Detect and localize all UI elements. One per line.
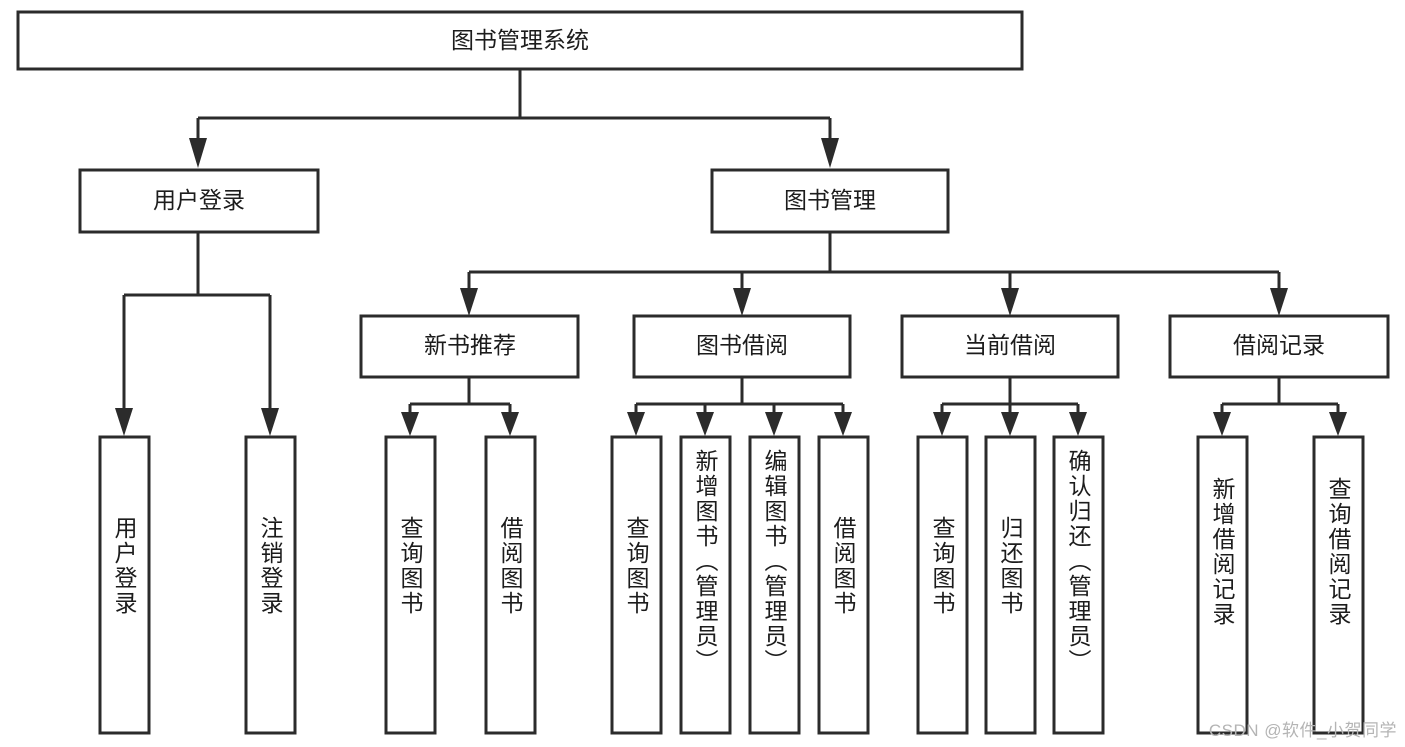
node-root-box[interactable]: [16, 10, 1024, 71]
node-leaf-edit-book[interactable]: 编辑图书（管理员）: [748, 435, 801, 735]
node-leaf-borrow-book-2-box[interactable]: [817, 435, 870, 735]
node-leaf-user-login[interactable]: 用户登录: [98, 435, 151, 735]
node-leaf-confirm-return-box[interactable]: [1052, 435, 1105, 735]
node-leaf-query-book-1[interactable]: 查询图书: [384, 435, 437, 735]
arrow-head-leaf-user-login: [115, 408, 133, 436]
node-leaf-query-book-3-box[interactable]: [916, 435, 969, 735]
arrow-head-leaf-return-book: [1001, 412, 1019, 436]
node-leaf-add-record[interactable]: 新增借阅记录: [1196, 435, 1249, 735]
node-leaf-logout-login-label: 注销登录: [257, 516, 284, 616]
node-leaf-borrow-book-1-label: 借阅图书: [497, 516, 524, 616]
node-new-book-recommend-label: 新书推荐: [424, 332, 516, 358]
node-leaf-borrow-book-1[interactable]: 借阅图书: [484, 435, 537, 735]
node-leaf-query-record[interactable]: 查询借阅记录: [1312, 435, 1365, 735]
node-current-borrow-label: 当前借阅: [964, 332, 1056, 358]
node-leaf-borrow-book-2-label: 借阅图书: [830, 516, 857, 616]
node-book-management-label: 图书管理: [784, 187, 876, 213]
node-current-borrow[interactable]: 当前借阅: [900, 314, 1120, 379]
node-leaf-query-book-2-box[interactable]: [610, 435, 663, 735]
node-leaf-confirm-return[interactable]: 确认归还（管理员）: [1052, 435, 1105, 735]
node-leaf-confirm-return-label: 确认归还（管理员）: [1065, 449, 1092, 674]
node-leaf-user-login-box[interactable]: [98, 435, 151, 735]
connector-group-root: [189, 69, 839, 168]
arrow-head-leaf-logout-login: [261, 408, 279, 436]
node-leaf-query-record-box[interactable]: [1312, 435, 1365, 735]
node-leaf-return-book[interactable]: 归还图书: [984, 435, 1037, 735]
node-leaf-query-book-1-box[interactable]: [384, 435, 437, 735]
connector-group-borrow-record: [1213, 377, 1347, 436]
arrow-head-book-borrow: [733, 288, 751, 316]
connector-group-book-management: [460, 233, 1288, 316]
node-leaf-query-record-label: 查询借阅记录: [1325, 477, 1352, 627]
connector-group-book-borrow: [627, 377, 852, 436]
arrow-head-leaf-borrow-book-1: [501, 412, 519, 436]
node-leaf-user-login-label: 用户登录: [111, 516, 138, 616]
arrow-head-borrow-record: [1270, 288, 1288, 316]
node-book-borrow-label: 图书借阅: [696, 332, 788, 358]
node-book-borrow-box[interactable]: [632, 314, 852, 379]
node-leaf-add-record-label: 新增借阅记录: [1209, 477, 1236, 627]
connector-group-new-book-recommend: [401, 377, 519, 436]
node-leaf-return-book-label: 归还图书: [997, 516, 1024, 616]
node-leaf-query-book-1-label: 查询图书: [397, 516, 424, 616]
node-leaf-borrow-book-1-box[interactable]: [484, 435, 537, 735]
arrow-head-user-login: [189, 138, 207, 168]
arrow-head-leaf-borrow-book-2: [834, 412, 852, 436]
node-leaf-return-book-box[interactable]: [984, 435, 1037, 735]
node-borrow-record-box[interactable]: [1168, 314, 1390, 379]
connector-group-user-login: [115, 233, 279, 436]
arrow-head-new-book-recommend: [460, 288, 478, 316]
node-leaf-add-record-box[interactable]: [1196, 435, 1249, 735]
arrow-head-leaf-query-book-2: [627, 412, 645, 436]
arrow-head-leaf-confirm-return: [1069, 412, 1087, 436]
arrow-head-leaf-add-record: [1213, 412, 1231, 436]
connector-group-current-borrow: [933, 377, 1087, 436]
node-book-borrow[interactable]: 图书借阅: [632, 314, 852, 379]
node-leaf-query-book-2[interactable]: 查询图书: [610, 435, 663, 735]
node-leaf-edit-book-label: 编辑图书（管理员）: [761, 449, 788, 674]
arrow-head-leaf-query-book-1: [401, 412, 419, 436]
node-current-borrow-box[interactable]: [900, 314, 1120, 379]
arrow-head-leaf-edit-book: [765, 412, 783, 436]
node-book-management[interactable]: 图书管理: [710, 168, 950, 234]
node-user-login-box[interactable]: [78, 168, 320, 234]
node-leaf-edit-book-box[interactable]: [748, 435, 801, 735]
node-borrow-record-label: 借阅记录: [1233, 332, 1325, 358]
node-user-login-label: 用户登录: [153, 187, 245, 213]
node-root[interactable]: 图书管理系统: [16, 10, 1024, 71]
arrow-head-current-borrow: [1001, 288, 1019, 316]
node-leaf-add-book[interactable]: 新增图书（管理员）: [679, 435, 732, 735]
node-new-book-recommend[interactable]: 新书推荐: [359, 314, 580, 379]
arrow-head-leaf-query-book-3: [933, 412, 951, 436]
node-user-login[interactable]: 用户登录: [78, 168, 320, 234]
node-leaf-query-book-3[interactable]: 查询图书: [916, 435, 969, 735]
node-new-book-recommend-box[interactable]: [359, 314, 580, 379]
arrow-head-book-management: [821, 138, 839, 168]
node-leaf-query-book-2-label: 查询图书: [623, 516, 650, 616]
node-leaf-add-book-label: 新增图书（管理员）: [692, 449, 719, 674]
node-leaf-query-book-3-label: 查询图书: [929, 516, 956, 616]
node-book-management-box[interactable]: [710, 168, 950, 234]
node-leaf-logout-login-box[interactable]: [244, 435, 297, 735]
arrow-head-leaf-add-book: [696, 412, 714, 436]
node-borrow-record[interactable]: 借阅记录: [1168, 314, 1390, 379]
arrow-head-leaf-query-record: [1329, 412, 1347, 436]
node-leaf-borrow-book-2[interactable]: 借阅图书: [817, 435, 870, 735]
node-leaf-logout-login[interactable]: 注销登录: [244, 435, 297, 735]
node-root-label: 图书管理系统: [451, 27, 589, 53]
node-leaf-add-book-box[interactable]: [679, 435, 732, 735]
